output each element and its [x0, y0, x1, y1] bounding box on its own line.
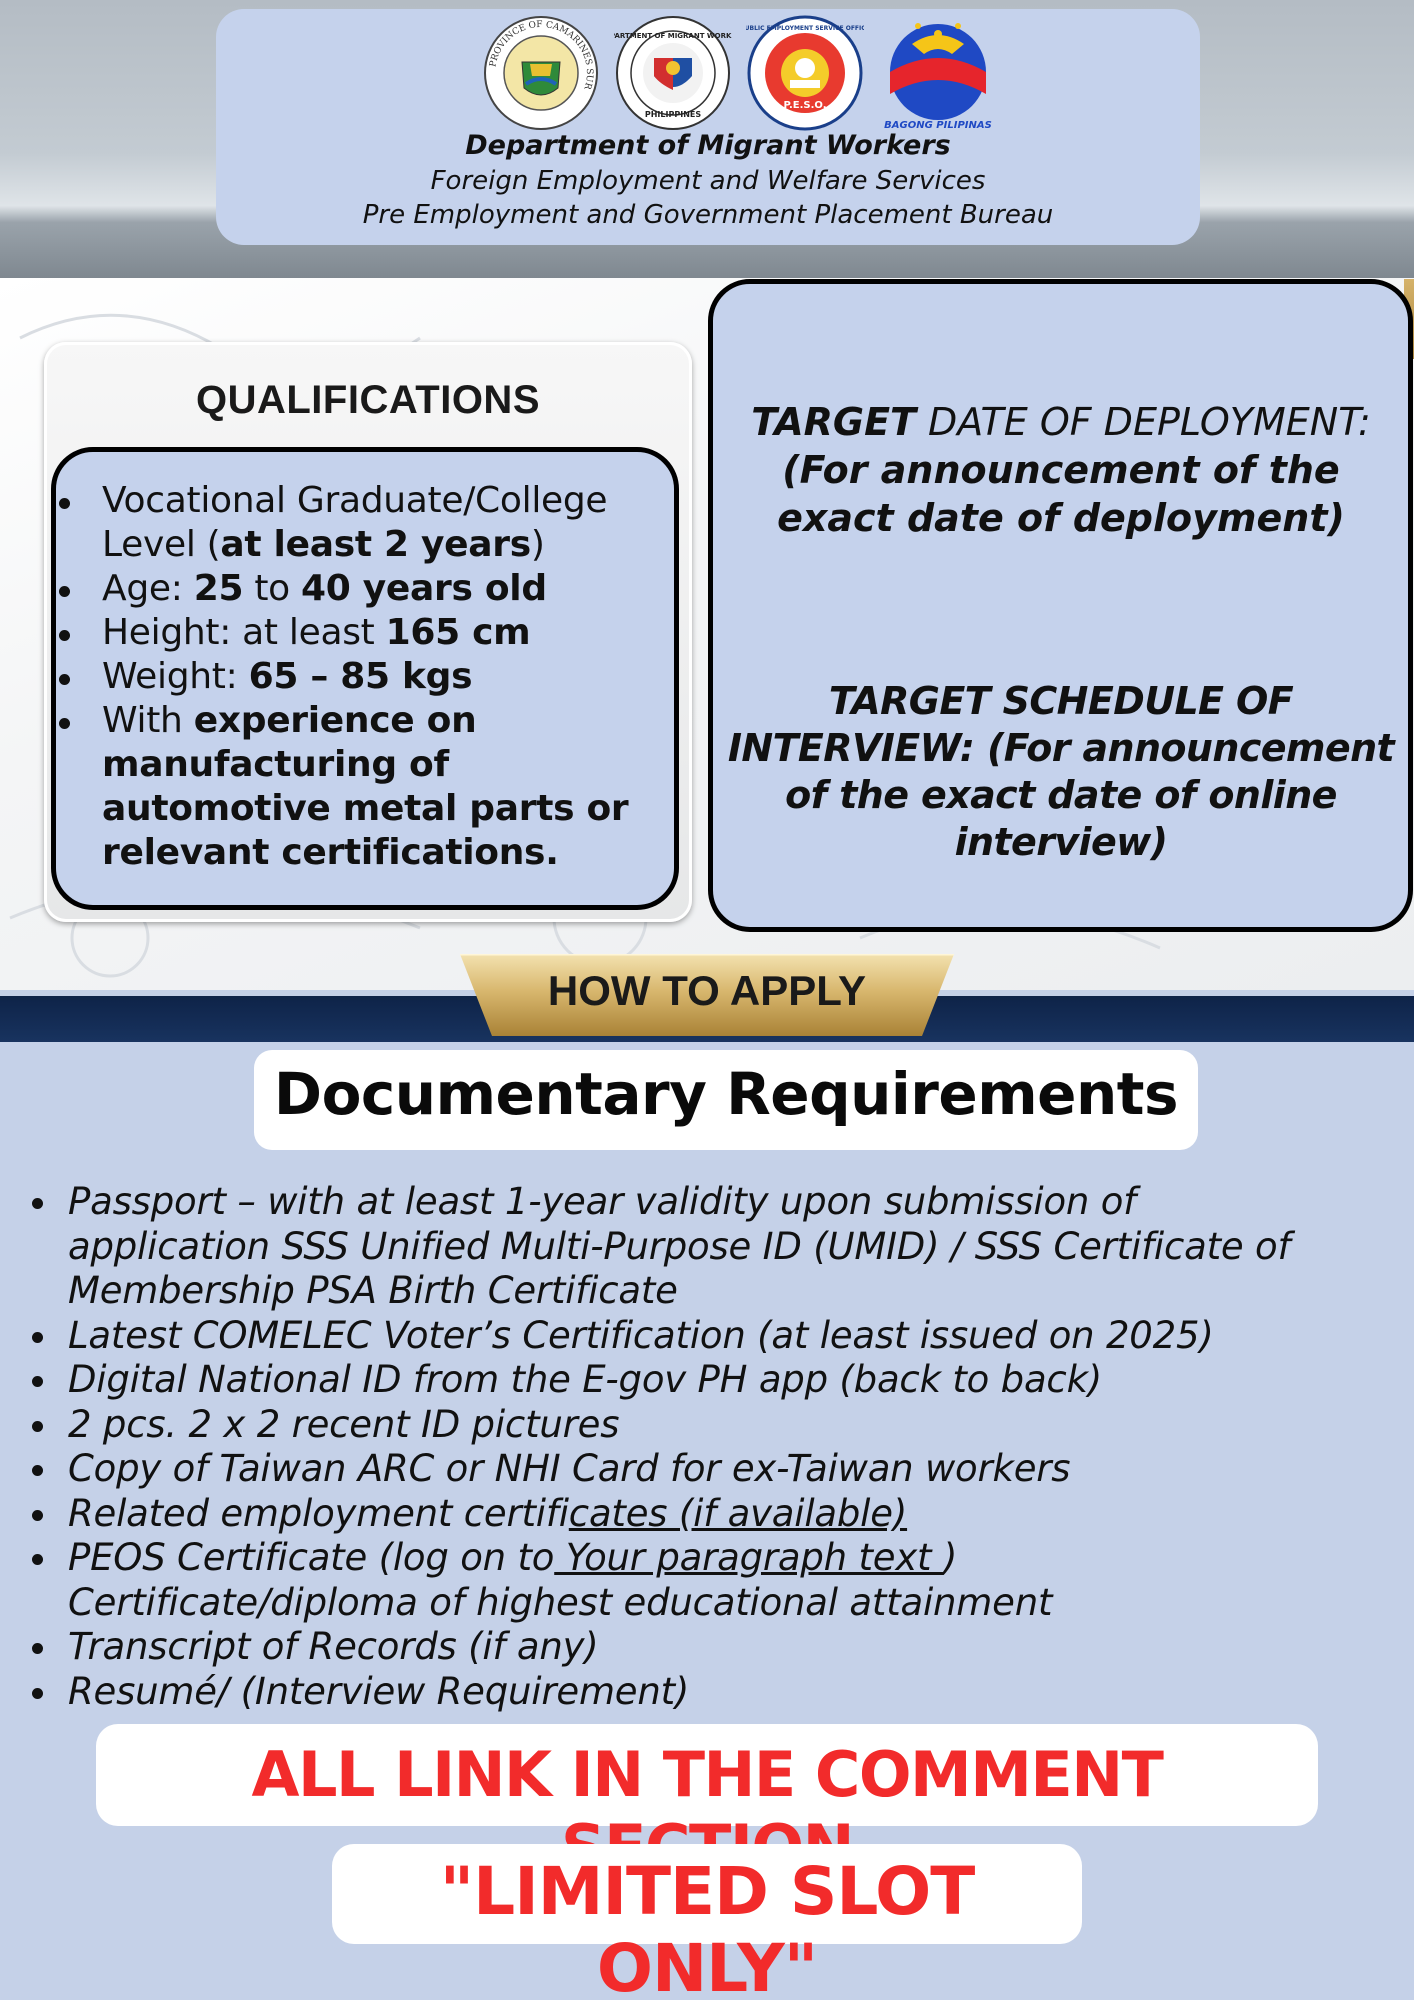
how-to-apply-banner — [460, 954, 954, 1036]
requirement-item-transcript: Transcript of Records (if any) — [28, 1625, 1408, 1670]
target-interview-schedule: TARGET SCHEDULE OF INTERVIEW: (For annou… — [727, 679, 1395, 864]
qualification-item-age: Age: 25 to 40 years old — [52, 567, 692, 611]
requirement-item-national-id: Digital National ID from the E-gov PH ap… — [28, 1358, 1408, 1403]
documents-title-pill — [254, 1050, 1198, 1150]
dmw-seal-icon: DEPARTMENT OF MIGRANT WORKERS PHILIPPINE… — [614, 16, 732, 130]
requirement-item-taiwan-arc: Copy of Taiwan ARC or NHI Card for ex-Ta… — [28, 1447, 1408, 1492]
cta-pill — [96, 1724, 1318, 1826]
requirement-item-diploma: Certificate/diploma of highest education… — [68, 1580, 1053, 1624]
qualification-item-height: Height: at least 165 cm — [52, 611, 692, 655]
qualification-item-education: Vocational Graduate/College Level (at le… — [52, 479, 692, 567]
bagong-pilipinas-icon: BAGONG PILIPINAS — [884, 23, 992, 131]
svg-text:PHILIPPINES: PHILIPPINES — [645, 110, 701, 119]
requirements-list: Passport – with at least 1-year validity… — [28, 1180, 1408, 1714]
documents-title: Documentary Requirements — [273, 1060, 1179, 1128]
limited-slot-pill — [332, 1844, 1082, 1944]
requirement-item-resume: Resumé/ (Interview Requirement) — [28, 1670, 1408, 1715]
target-deployment-date: TARGET DATE OF DEPLOYMENT: (For announce… — [751, 400, 1371, 540]
qualification-item-experience: With experience on manufacturing of auto… — [52, 699, 692, 875]
header-subtitle-2: Pre Employment and Government Placement … — [362, 200, 1054, 230]
camarines-sur-seal-icon: PROVINCE OF CAMARINES SUR — [484, 16, 598, 130]
header-card: PROVINCE OF CAMARINES SUR DEPARTMENT OF … — [216, 9, 1200, 245]
svg-text:P.E.S.O.: P.E.S.O. — [783, 100, 826, 111]
qualifications-title: QUALIFICATIONS — [195, 378, 540, 422]
qualifications-list: Vocational Graduate/College Level (at le… — [52, 479, 692, 875]
header-subtitle-1: Foreign Employment and Welfare Services — [430, 166, 986, 196]
svg-text:BAGONG PILIPINAS: BAGONG PILIPINAS — [884, 120, 992, 131]
limited-slot-label: "LIMITED SLOT ONLY" — [439, 1853, 975, 2000]
svg-text:PUBLIC EMPLOYMENT SERVICE OFFI: PUBLIC EMPLOYMENT SERVICE OFFICE — [746, 25, 864, 32]
requirement-item-comelec: Latest COMELEC Voter’s Certification (at… — [28, 1314, 1408, 1359]
qualification-item-weight: Weight: 65 – 85 kgs — [52, 655, 692, 699]
requirement-item-passport: Passport – with at least 1-year validity… — [28, 1180, 1408, 1314]
requirement-item-employment-certificates: Related employment certificates (if avai… — [28, 1492, 1408, 1537]
employment-certificates-link[interactable]: cates (if available) — [568, 1491, 908, 1535]
peos-link[interactable]: Your paragraph text — [554, 1536, 943, 1579]
header-org-name: Department of Migrant Workers — [465, 130, 951, 161]
requirement-item-id-pictures: 2 pcs. 2 x 2 recent ID pictures — [28, 1403, 1408, 1448]
target-box — [708, 279, 1413, 932]
peso-seal-icon: P.E.S.O. PUBLIC EMPLOYMENT SERVICE OFFIC… — [746, 15, 864, 131]
requirement-item-peos: PEOS Certificate (log on to Your paragra… — [28, 1536, 1408, 1581]
svg-text:DEPARTMENT OF MIGRANT WORKERS: DEPARTMENT OF MIGRANT WORKERS — [614, 32, 732, 40]
how-to-apply-label: HOW TO APPLY — [547, 967, 867, 1014]
qualifications-box — [51, 447, 679, 910]
